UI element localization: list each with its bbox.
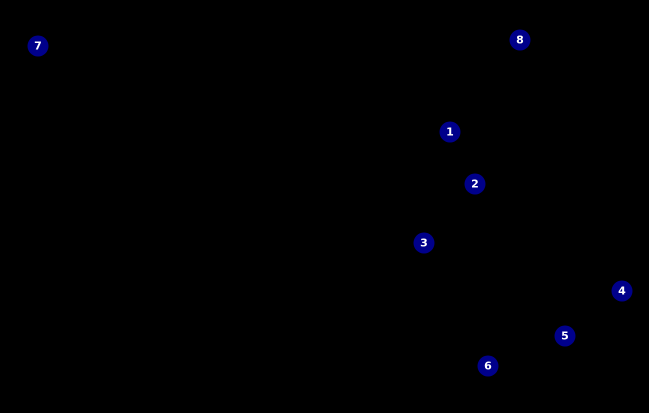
marker-badge-7[interactable]: 7 [27,35,49,57]
marker-badge-6[interactable]: 6 [477,355,499,377]
marker-badge-8[interactable]: 8 [509,29,531,51]
marker-badge-5[interactable]: 5 [554,325,576,347]
marker-badge-4[interactable]: 4 [611,280,633,302]
marker-badge-1[interactable]: 1 [439,121,461,143]
marker-badge-3[interactable]: 3 [413,232,435,254]
marker-badge-2[interactable]: 2 [464,173,486,195]
